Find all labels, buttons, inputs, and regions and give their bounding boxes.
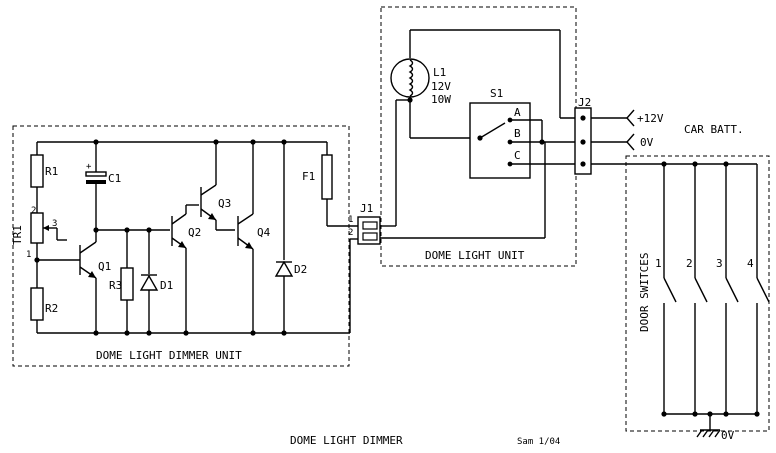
diagram-title: DOME LIGHT DIMMER [290,434,403,447]
dome-light-circuit [380,29,580,239]
door-switches-box [625,155,770,432]
j1-pin2-label: 2 [348,228,353,238]
s1-switch [469,102,531,179]
j1-pin1-label: 1 [348,215,353,225]
tr1-pin1-label: 1 [26,250,31,260]
door-switch-network [661,161,770,417]
switch-1-label: 1 [655,257,662,270]
ground-label: 0V [721,429,735,442]
q2-label: Q2 [188,226,201,239]
j1-label: J1 [360,202,373,215]
r3-resistor [120,267,134,301]
f1-fuse [321,154,333,200]
battery-plus-label: +12V [637,112,664,125]
j2-label: J2 [578,96,591,109]
battery-zero-label: 0V [640,136,654,149]
external-wiring [591,109,757,165]
s1-label: S1 [490,87,503,100]
r1-label: R1 [45,165,58,178]
dimmer-unit-box [12,125,350,367]
q3-label: Q3 [218,197,231,210]
c1-label: C1 [108,172,121,185]
author-label: Sam 1/04 [517,437,560,447]
r2-resistor [30,287,44,321]
switch-4-label: 4 [747,257,754,270]
tr1-pin3-label: 3 [52,219,57,229]
f1-label: F1 [302,170,315,183]
l1-label: L1 [433,66,446,79]
j1-connector [357,216,381,245]
ground-icon [696,414,721,438]
tr1-trimmer [30,212,44,244]
l1-wattage-label: 10W [431,93,451,106]
switch-3-label: 3 [716,257,723,270]
d2-label: D2 [294,263,307,276]
switch-2-label: 2 [686,257,693,270]
dimmer-circuit [30,139,358,336]
s1-b-label: B [514,127,521,140]
battery-name-label: CAR BATT. [684,123,744,136]
r2-label: R2 [45,302,58,315]
s1-c-label: C [514,149,521,162]
s1-a-label: A [514,106,521,119]
j2-connector [574,107,592,175]
dome-light-unit-title: DOME LIGHT UNIT [425,249,525,262]
tr1-label: TR1 [11,225,24,245]
q4-label: Q4 [257,226,271,239]
d1-label: D1 [160,279,173,292]
l1-voltage-label: 12V [431,80,451,93]
r3-label: R3 [109,279,122,292]
r1-resistor [30,154,44,188]
q1-label: Q1 [98,260,111,273]
door-switches-title: DOOR SWITCES [638,253,651,332]
dimmer-unit-title: DOME LIGHT DIMMER UNIT [96,349,242,362]
tr1-pin2-label: 2 [31,206,36,216]
c1-plus-label: + [86,162,92,172]
